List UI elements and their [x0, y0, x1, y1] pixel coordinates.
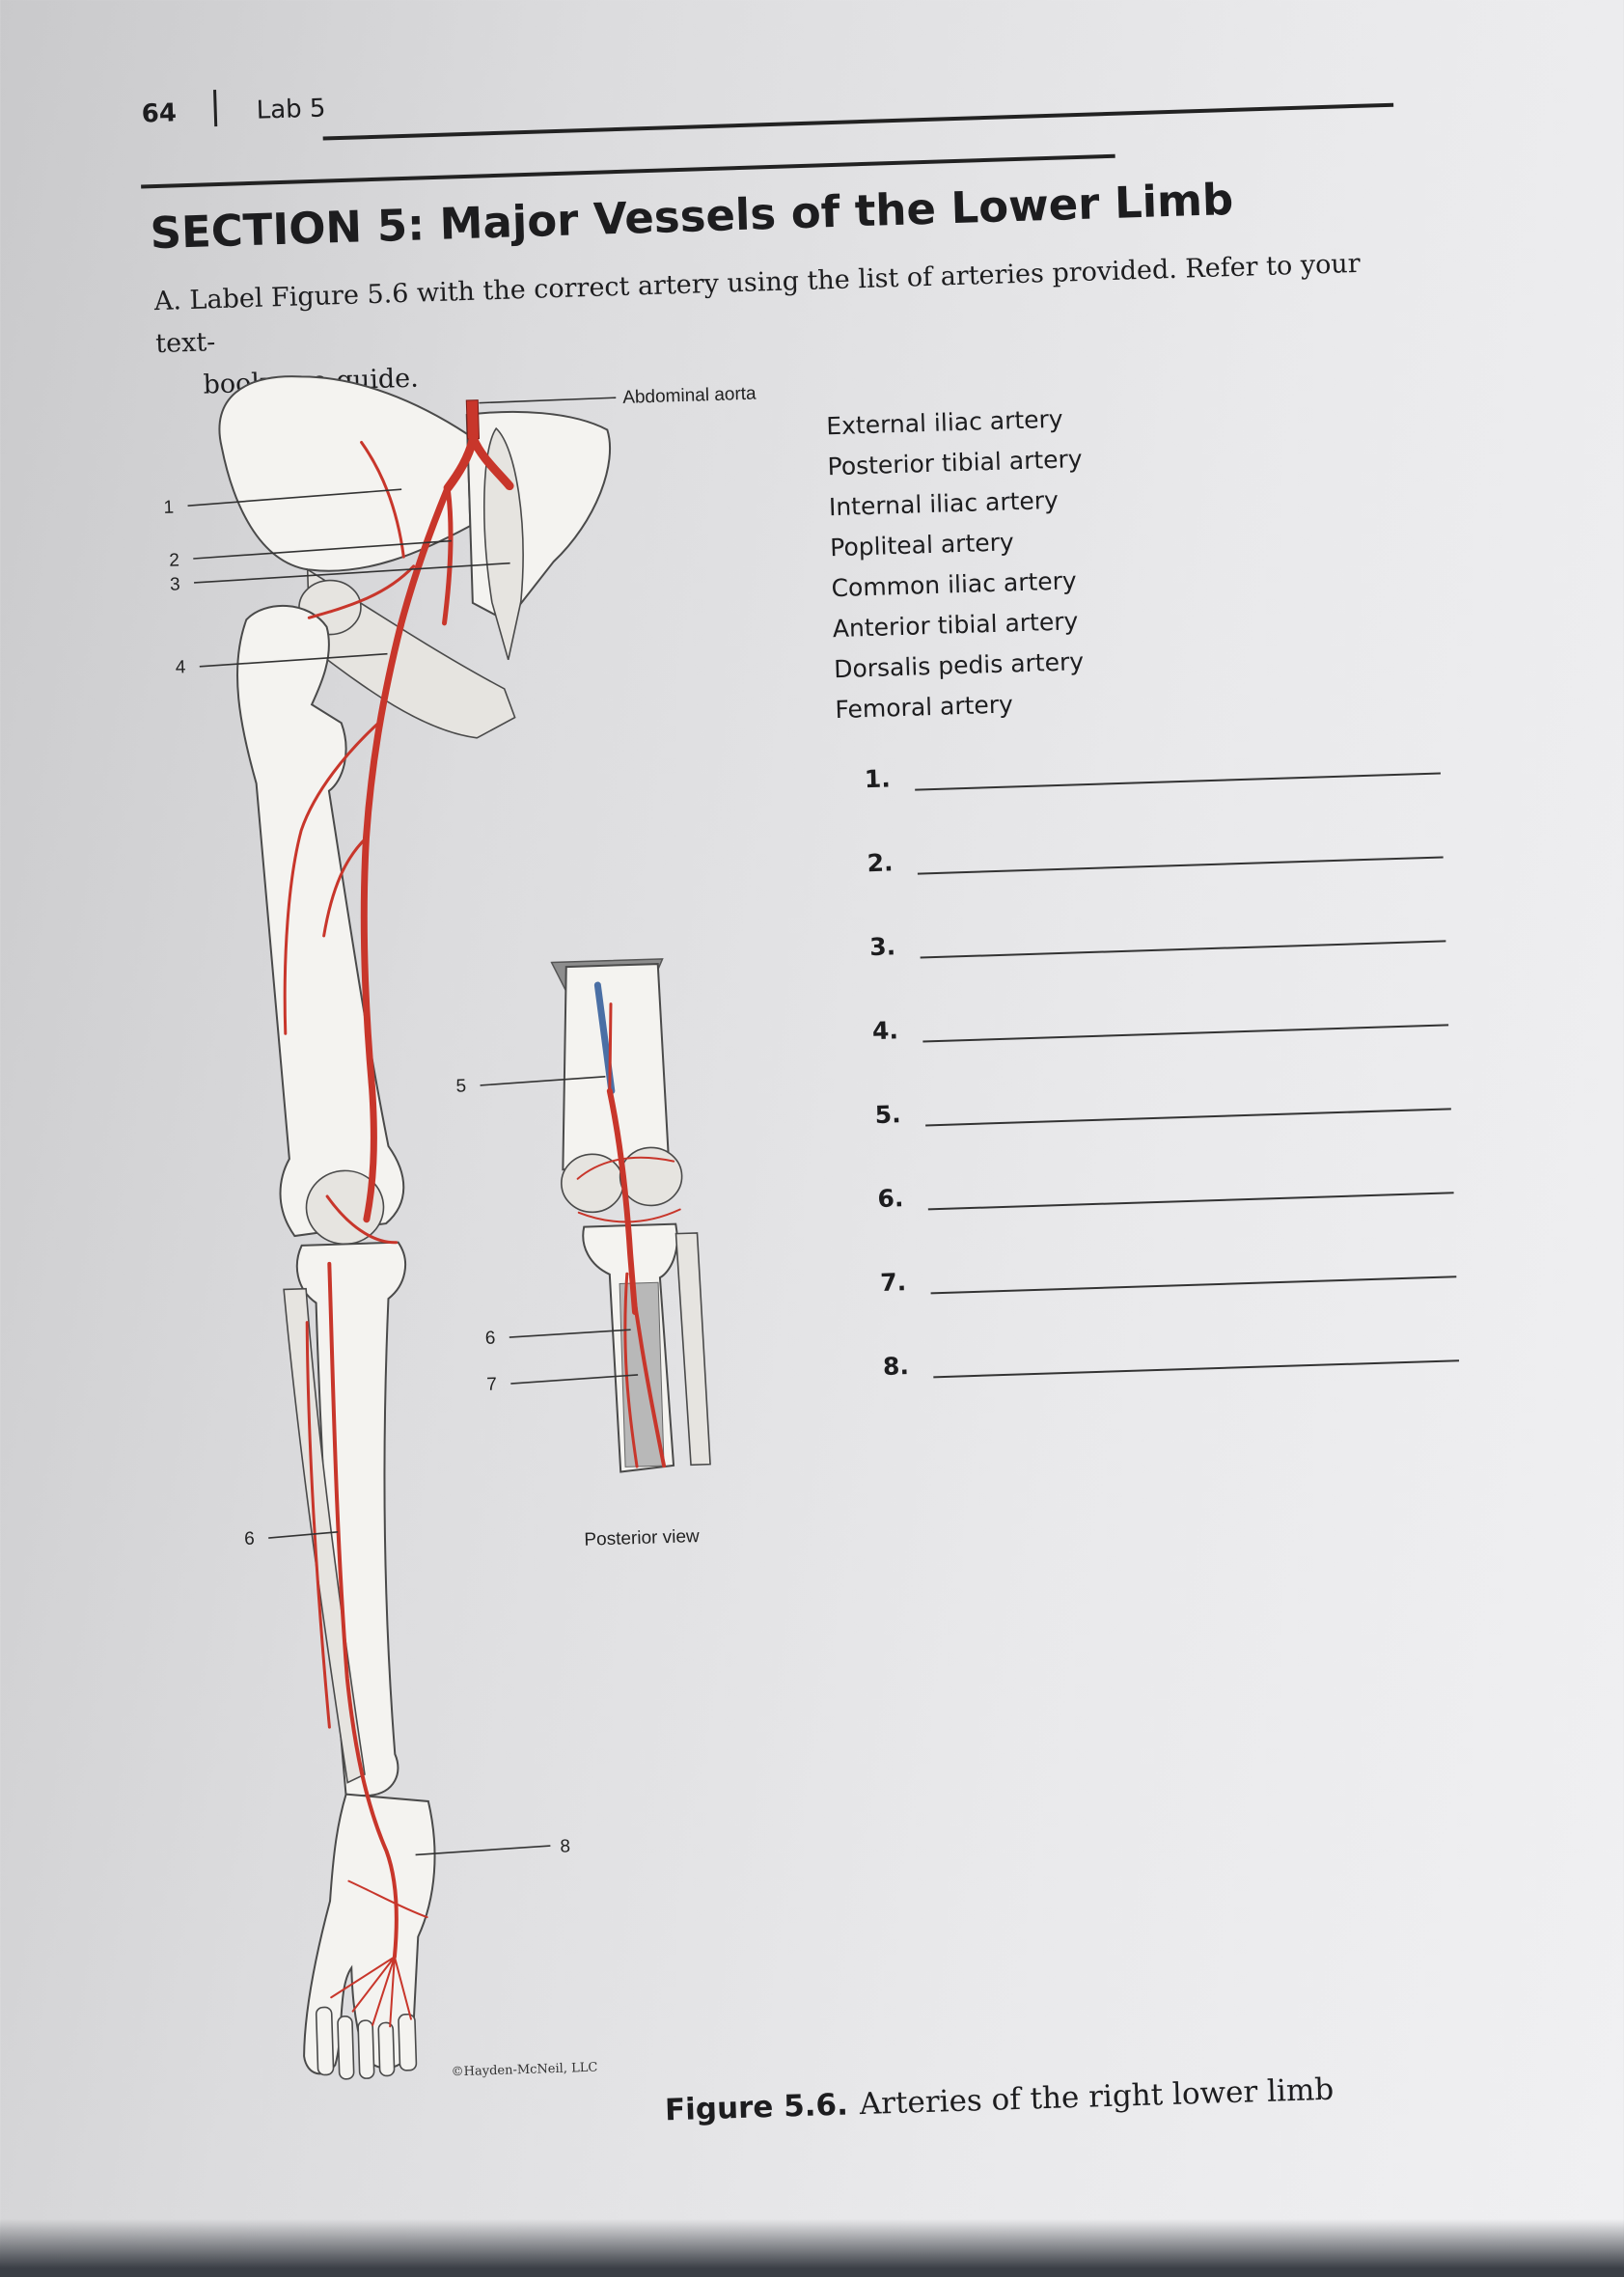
pelvis-illustration	[218, 375, 612, 739]
posterior-view-label: Posterior view	[584, 1526, 700, 1550]
label-3: 3	[170, 574, 180, 594]
page-edge-shadow	[0, 2219, 1624, 2277]
figure-number: Figure 5.6.	[664, 2087, 849, 2128]
artery-network	[283, 399, 681, 2028]
femur-illustration	[236, 604, 405, 1238]
label-7: 7	[486, 1375, 497, 1395]
label-5: 5	[455, 1076, 466, 1096]
label-6-anterior: 6	[244, 1529, 255, 1550]
label-6-posterior: 6	[484, 1329, 495, 1349]
label-abdominal-aorta: Abdominal aorta	[622, 384, 757, 408]
tibia-illustration	[295, 1241, 406, 1797]
foot-illustration	[303, 1793, 436, 2075]
label-1: 1	[163, 498, 174, 518]
label-2: 2	[169, 550, 179, 570]
posterior-view-illustration	[550, 958, 711, 1473]
toe-bones	[315, 2006, 418, 2080]
label-4: 4	[176, 657, 187, 677]
label-8: 8	[560, 1836, 570, 1856]
copyright-label: ©Hayden-McNeil, LLC	[451, 2061, 597, 2080]
